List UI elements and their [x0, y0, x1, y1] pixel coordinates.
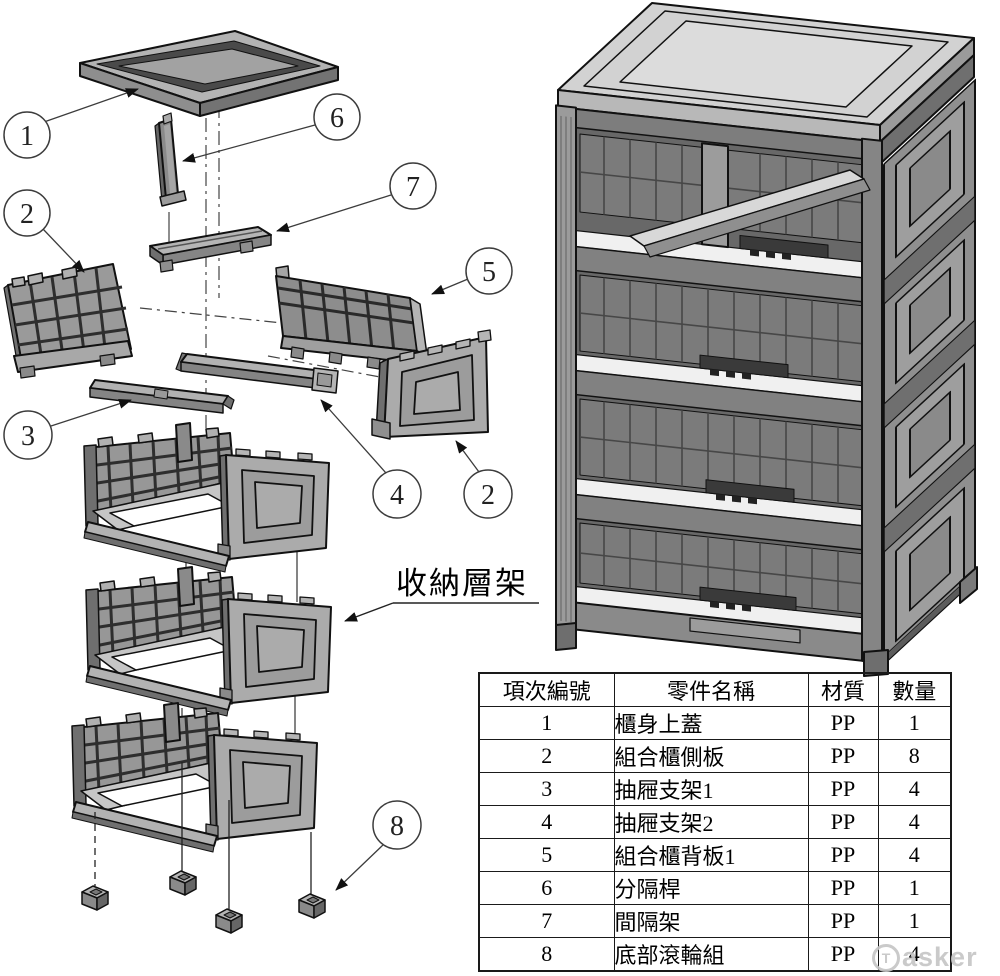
parts-table-header: 項次編號 零件名稱 材質 數量 [478, 672, 952, 707]
callout-6: 6 [182, 93, 361, 163]
col-header-item: 項次編號 [478, 672, 615, 707]
assembled-feet [555, 566, 978, 677]
cell-name: 分隔桿 [613, 871, 809, 905]
cell-name: 底部滾輪組 [613, 937, 809, 972]
part-2-side-panel-right [371, 329, 492, 440]
table-row: 2 組合櫃側板 PP 8 [478, 739, 952, 773]
callout-2-right: 2 [455, 440, 513, 519]
svg-text:3: 3 [21, 421, 35, 452]
cell-material: PP [807, 838, 879, 872]
part-2-side-panel-left [3, 263, 133, 379]
parts-table: 項次編號 零件名稱 材質 數量 1 櫃身上蓋 PP 1 2 組合櫃側板 PP 8… [478, 672, 952, 972]
part-8-casters [81, 762, 326, 934]
col-header-qty: 數量 [877, 672, 952, 707]
callout-8: 8 [335, 800, 422, 891]
part-5-back-panel [275, 265, 428, 370]
cell-material: PP [807, 937, 879, 972]
assembled-spacer-tray [629, 169, 871, 258]
cell-item: 1 [478, 706, 615, 740]
part-1-top-cover [79, 30, 339, 117]
assembled-top-cover [557, 2, 975, 165]
exploded-view-drawing: 1 2 6 7 5 [3, 30, 539, 934]
callout-1: 1 [3, 88, 139, 159]
table-row: 6 分隔桿 PP 1 [478, 871, 952, 905]
cell-name: 櫃身上蓋 [613, 706, 809, 740]
table-row: 5 組合櫃背板1 PP 4 [478, 838, 952, 872]
callout-5: 5 [431, 247, 513, 295]
shelf-latch-clips [699, 234, 829, 612]
col-header-material: 材質 [807, 672, 879, 707]
col-header-name: 零件名稱 [613, 672, 809, 707]
callout-4: 4 [320, 399, 422, 519]
cell-name: 組合櫃背板1 [613, 838, 809, 872]
part-6-divider-bar [154, 112, 187, 207]
part-7-spacer-rail [149, 226, 272, 273]
svg-text:5: 5 [482, 257, 496, 288]
table-row: 7 間隔架 PP 1 [478, 904, 952, 938]
cell-qty: 1 [877, 904, 952, 938]
callouts: 1 2 6 7 5 [3, 88, 513, 891]
cell-name: 抽屜支架1 [613, 772, 809, 806]
cell-qty: 8 [877, 739, 952, 773]
part-4-drawer-rail-2 [175, 352, 339, 394]
assembled-unit-drawing [555, 2, 978, 677]
assembled-side-face [883, 78, 976, 666]
cell-qty: 1 [877, 871, 952, 905]
svg-text:收納層架: 收納層架 [396, 566, 528, 601]
cell-item: 5 [478, 838, 615, 872]
cell-material: PP [807, 772, 879, 806]
svg-text:2: 2 [481, 480, 495, 511]
cell-qty: 1 [877, 706, 952, 740]
tier-box-1 [82, 421, 331, 574]
callout-7: 7 [276, 162, 437, 233]
table-row: 8 底部滾輪組 PP 4 [478, 937, 952, 972]
tier-box-3 [70, 701, 319, 854]
cell-name: 組合櫃側板 [613, 739, 809, 773]
product-label: 收納層架 [344, 566, 539, 622]
cell-qty: 4 [877, 937, 952, 972]
callout-3: 3 [3, 398, 132, 460]
cell-item: 2 [478, 739, 615, 773]
cell-material: PP [807, 805, 879, 839]
svg-text:4: 4 [390, 480, 404, 511]
table-row: 4 抽屜支架2 PP 4 [478, 805, 952, 839]
cell-name: 抽屜支架2 [613, 805, 809, 839]
cell-item: 8 [478, 937, 615, 972]
cell-name: 間隔架 [613, 904, 809, 938]
cell-qty: 4 [877, 838, 952, 872]
cell-item: 7 [478, 904, 615, 938]
table-row: 1 櫃身上蓋 PP 1 [478, 706, 952, 740]
cell-material: PP [807, 706, 879, 740]
table-row: 3 抽屜支架1 PP 4 [478, 772, 952, 806]
cell-qty: 4 [877, 772, 952, 806]
callout-2-left: 2 [3, 189, 85, 273]
tier-box-2 [84, 565, 333, 718]
svg-text:8: 8 [390, 811, 404, 842]
cell-item: 6 [478, 871, 615, 905]
part-3-drawer-rail-1 [89, 379, 235, 414]
svg-text:2: 2 [20, 199, 34, 230]
cell-item: 4 [478, 805, 615, 839]
cell-item: 3 [478, 772, 615, 806]
svg-text:7: 7 [406, 172, 420, 203]
svg-text:6: 6 [330, 103, 344, 134]
svg-text:1: 1 [20, 121, 34, 152]
cell-material: PP [807, 871, 879, 905]
cell-qty: 4 [877, 805, 952, 839]
cell-material: PP [807, 739, 879, 773]
cell-material: PP [807, 904, 879, 938]
